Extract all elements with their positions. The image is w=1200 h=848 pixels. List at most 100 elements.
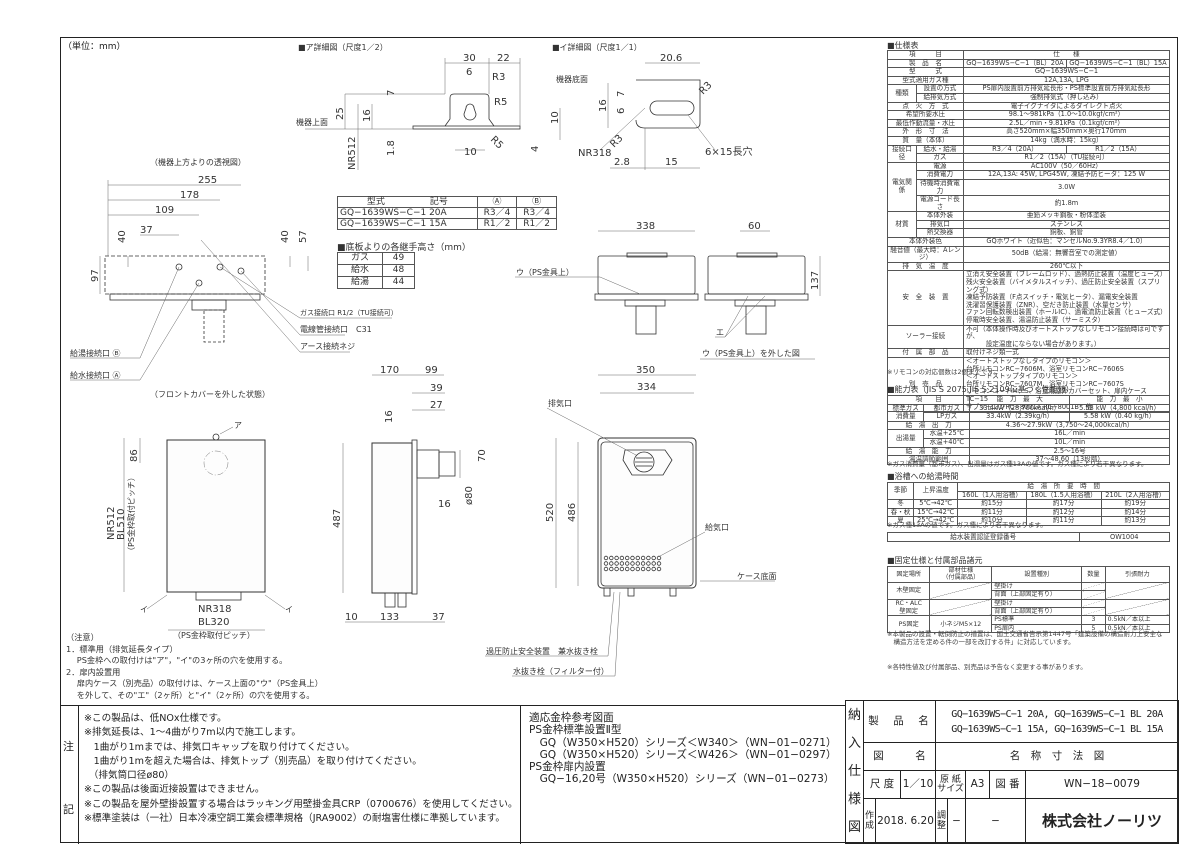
dim: 37 xyxy=(432,612,445,623)
table-cell: 10L／min xyxy=(969,437,1170,448)
table-cell: 能 力 最 小 xyxy=(1069,395,1170,405)
table-cell xyxy=(1104,581,1171,600)
table-cell: 49 xyxy=(381,252,416,265)
table-cell: 仕 様 xyxy=(962,50,1171,60)
dim: 16 xyxy=(598,99,609,112)
detail-a: ■ア詳細図（尺度1／2） 30 22 6 R3 R5 R5 25 16 7 1.… xyxy=(296,42,561,170)
table-cell: PS固定 xyxy=(886,615,931,634)
vent-hole xyxy=(619,566,625,572)
side-view: 170 99 39 27 16 487 16 ø80 70 10 133 37 xyxy=(332,365,488,623)
table-cell: 背面（上部固定有り） xyxy=(991,607,1083,617)
ps-bracket-label: ウ（PS金具上） xyxy=(516,267,574,277)
table-cell xyxy=(1081,607,1106,617)
vent-hole xyxy=(635,555,640,561)
caution-line: 1．標準用（排気延長タイプ） xyxy=(66,643,178,654)
vent-hole xyxy=(630,566,635,572)
table-cell: 排 気 温 度 xyxy=(887,261,964,272)
dim: 86 xyxy=(129,449,140,462)
dim: 20.6 xyxy=(660,53,682,64)
table-cell: 約19分 xyxy=(1100,499,1171,509)
vent-hole xyxy=(609,555,614,561)
table-cell: 強制排気式（押し込み） xyxy=(962,92,1171,103)
dim: 97 xyxy=(90,269,101,282)
table-cell: Ⓑ xyxy=(516,196,557,208)
table-cell: 50dB（給湯：無響音室での測定値） xyxy=(962,245,1171,263)
water-connection-label: 給水接続口 Ⓐ xyxy=(70,370,121,380)
dim: 10 xyxy=(550,111,561,124)
vent-hole xyxy=(635,566,640,572)
gas-connection-label: ガス接続口 R1/2（TU接続可） xyxy=(300,308,398,317)
dim: （PS金枠取付ピッチ） xyxy=(173,630,255,640)
company-logo: 株式会社ノーリツ xyxy=(1026,799,1179,844)
product-names: GQ−1639WS−C−1 20A, GQ−1639WS−C−1 BL 20A … xyxy=(936,701,1179,743)
conduit-label: 電線管接続口 C31 xyxy=(300,324,372,334)
vent-hole xyxy=(614,566,619,572)
water-inlet xyxy=(175,263,183,271)
table-cell: 安 全 装 置 xyxy=(887,270,964,326)
table-cell: 5℃→42℃ xyxy=(913,499,959,509)
table-cell: R3／4 xyxy=(476,207,518,219)
vent-hole xyxy=(619,555,625,561)
table-cell: ソーラー接続 xyxy=(887,324,964,350)
fixing-note: ※本製品の設置・転倒防止の措置は、国土交通省告示第1447号「建築設備の構造耐力… xyxy=(887,630,1163,646)
drawing-frame xyxy=(60,37,1178,843)
dim: R3 xyxy=(492,72,505,83)
ref-line: PS金枠扉内設置 xyxy=(529,761,606,774)
table-cell: 材質 xyxy=(887,211,917,239)
vent-hole xyxy=(625,566,630,572)
dim: 70 xyxy=(477,449,488,462)
dim: 37 xyxy=(140,225,153,236)
table-cell: 項 目 xyxy=(886,395,971,405)
dim: 4 xyxy=(530,146,541,152)
note-line: ※標準塗装は（一社）日本冷凍空調工業会標準規格（JRA9002）の耐塩害仕様に準… xyxy=(84,813,506,825)
reference-drawings: 適応金枠参考図面 PS金枠標準設置Ⅱ型 GQ（W350×H520）シリーズ＜W3… xyxy=(520,705,846,844)
dim: 10 xyxy=(345,612,358,623)
vent-hole xyxy=(646,555,651,561)
vent-hole xyxy=(656,561,662,566)
dim: NR512 xyxy=(347,136,358,170)
vent-hole xyxy=(640,555,646,561)
table-cell: ガス xyxy=(915,153,964,163)
mark-e: エ xyxy=(716,328,724,337)
table-cell: 質 量（本体） xyxy=(887,135,964,146)
table-cell: 湯温調節範囲 xyxy=(886,455,971,465)
table-cell: 背面（上部固定有り） xyxy=(991,590,1083,600)
table-cell: 約1.8m xyxy=(962,195,1171,213)
created-date: 2018. 6.20 xyxy=(876,799,936,844)
adjust-value: − xyxy=(948,799,966,844)
dim: R5 xyxy=(494,97,507,108)
front-view: 350 334 520 486 排気口 給気口 ケース底面 過圧防止安全装置 兼… xyxy=(485,365,777,677)
mark-a: ア xyxy=(234,421,242,430)
vent-hole xyxy=(603,566,609,572)
dim: NR318 xyxy=(198,604,232,615)
table-cell: 0.5kN／本以上 xyxy=(1104,623,1171,634)
table-cell: 37〜48,60（13段階） xyxy=(969,455,1170,465)
dim: 7 xyxy=(616,91,627,97)
dim: 338 xyxy=(636,221,655,232)
surface-label: 機器底面 xyxy=(556,74,588,84)
table-row: 背面（上部固定有り） xyxy=(888,607,1170,617)
drawing-name: 名 称 寸 法 図 xyxy=(936,743,1179,771)
fixing-note2: ※各特性値及び付属部品、別売品は予告なく変更する事があります。 xyxy=(887,663,1087,671)
dim: 137 xyxy=(810,271,821,290)
vent-hole xyxy=(625,555,630,561)
table-cell: 不可（本体操作時及びオートストップなしリモコン接続時は可ですが、 設定温度になら… xyxy=(962,324,1171,350)
caution-notes: （注意） 1．標準用（排気延長タイプ） PS金枠への取付けは"ア"，"イ"の3ヶ… xyxy=(66,632,323,701)
scale-label: 尺 度 xyxy=(864,771,901,799)
table-cell: 水温+40℃ xyxy=(923,437,971,448)
detail-a-title: ■ア詳細図（尺度1／2） xyxy=(298,42,388,52)
table-cell: 給水 xyxy=(337,264,383,277)
dim: 6 xyxy=(616,108,627,114)
vent-hole xyxy=(614,561,619,566)
dim: 16 xyxy=(384,410,395,423)
